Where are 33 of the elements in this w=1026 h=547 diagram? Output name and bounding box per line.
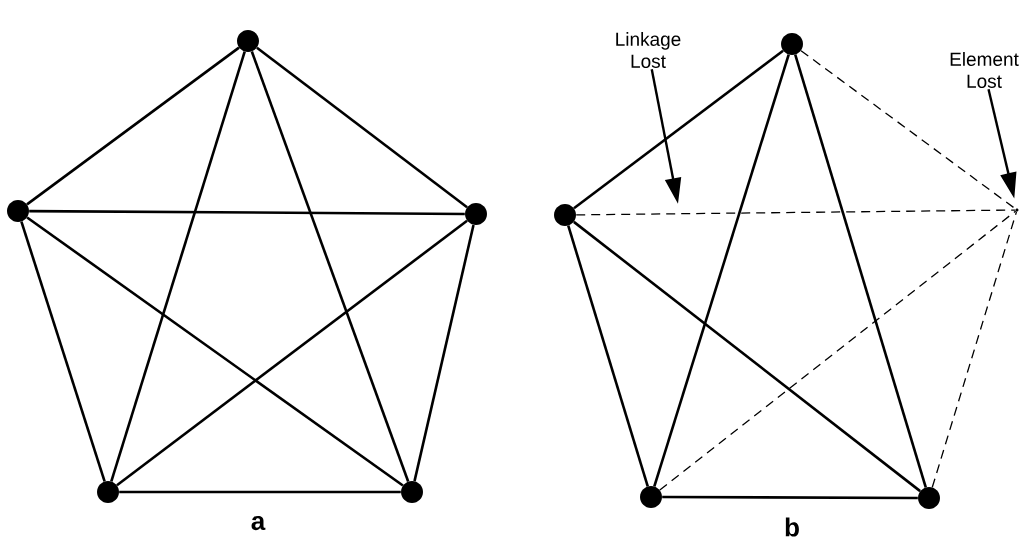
line (413, 224, 475, 482)
panel-letter: b (785, 517, 799, 537)
line (29, 209, 465, 216)
dot (640, 486, 662, 508)
line (256, 46, 468, 209)
dot (97, 481, 119, 503)
line (110, 51, 246, 482)
dot (401, 481, 423, 503)
annotation-label: Element Lost (950, 52, 1019, 88)
dot (7, 200, 29, 222)
panel-letter: a (251, 515, 266, 531)
dot (781, 33, 803, 55)
dot (554, 204, 576, 226)
line (26, 216, 404, 487)
vertex-point (1015, 208, 1019, 212)
line (119, 490, 401, 494)
line (653, 54, 790, 487)
line (662, 495, 918, 500)
line (250, 51, 410, 482)
dot (918, 487, 940, 509)
dashed-line (575, 209, 1016, 216)
dashed-line (931, 211, 1018, 488)
line (573, 220, 921, 493)
dashed-line (659, 210, 1017, 491)
line (567, 225, 649, 487)
line (116, 219, 468, 487)
line (573, 49, 784, 210)
dot (465, 203, 487, 225)
dot (237, 30, 259, 52)
line (20, 221, 106, 482)
line (794, 54, 927, 488)
annotation-label: Linkage Lost (616, 32, 681, 68)
line (26, 46, 240, 206)
